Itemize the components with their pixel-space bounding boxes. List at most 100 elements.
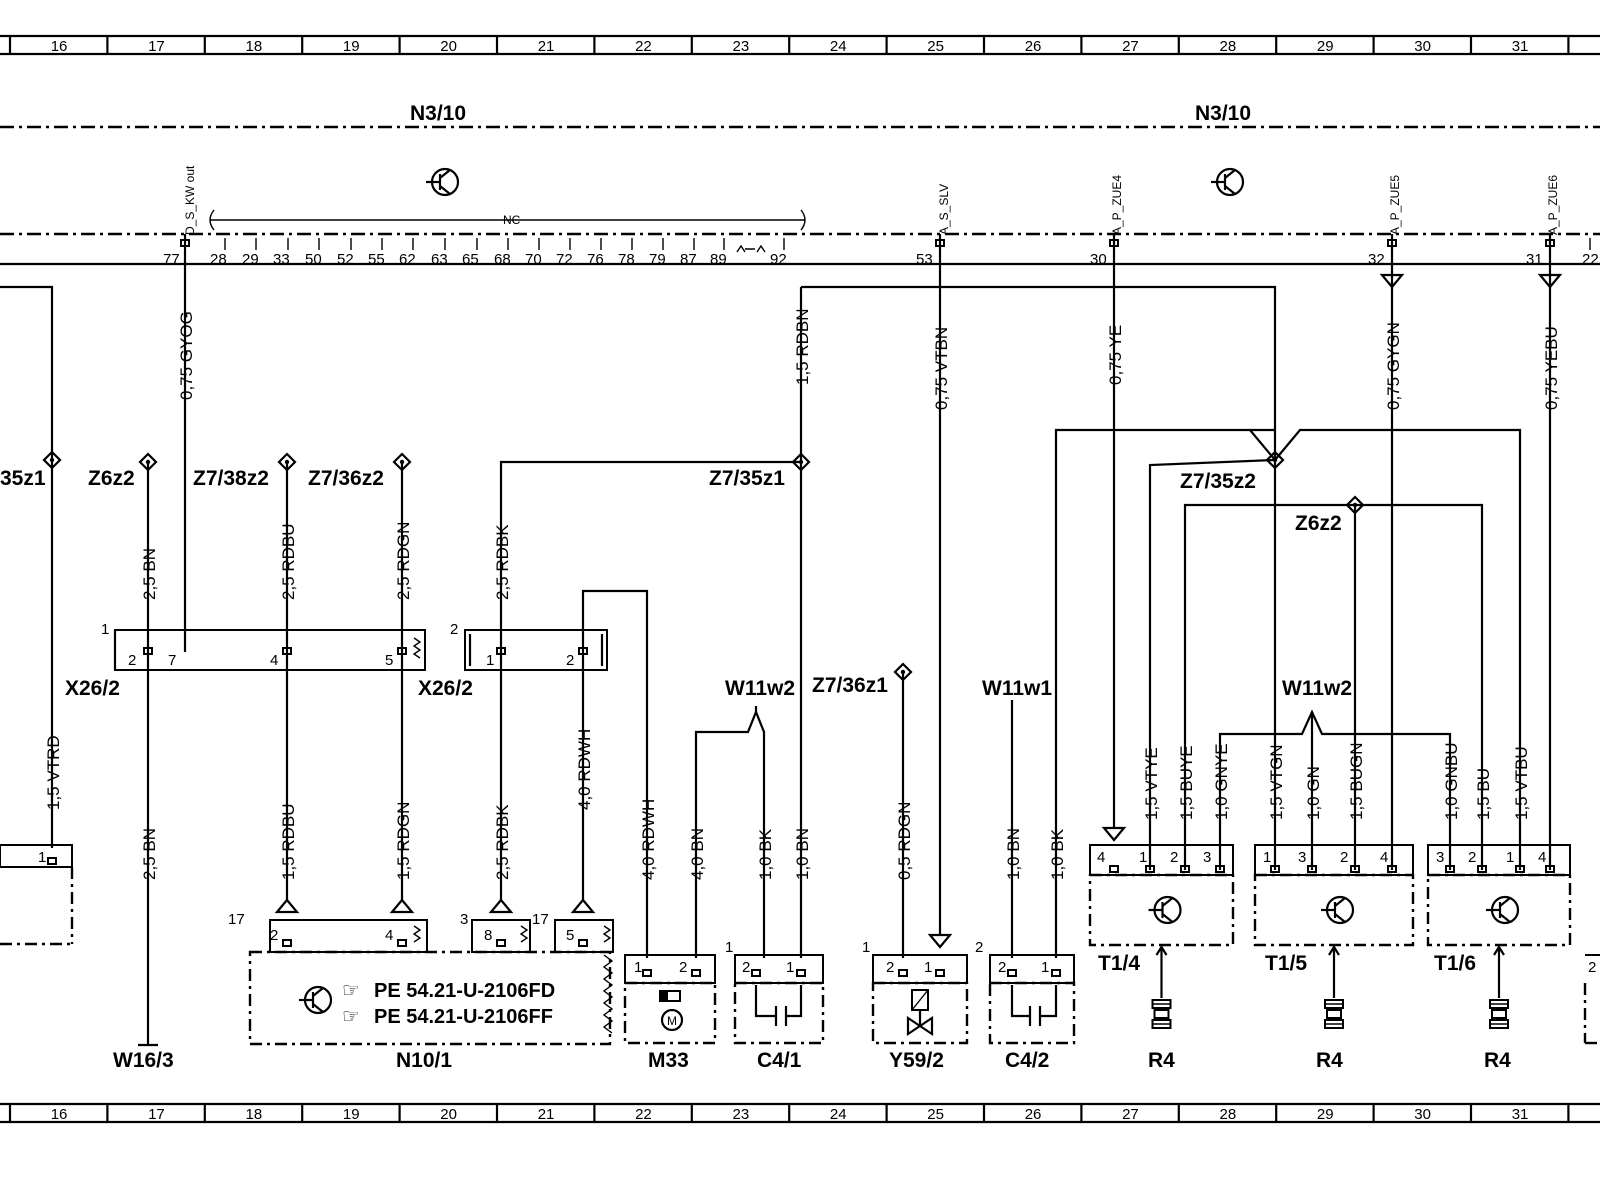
reference-pe-ff: PE 54.21-U-2106FF [374,1006,553,1028]
pin-number: 2 [998,959,1006,976]
wire-color-label: 2,5 BN [140,548,159,600]
component-label-c4-2: C4/2 [1005,1049,1049,1072]
wire-color-label: 0,75 YE [1106,325,1125,385]
pin-number: 2 [1468,849,1476,866]
pin-number: 1 [634,959,642,976]
pin-number: 3 [1298,849,1306,866]
splice-label-z7-35z1-left: 35z1 [0,467,46,490]
connector-id: 1 [101,621,109,638]
grid-column-label: 17 [148,1106,165,1123]
wire-color-label: 1,0 GNBU [1442,743,1461,820]
pin-number: 17 [532,911,549,928]
component-label-m33: M33 [648,1049,689,1072]
pin-number: 28 [210,251,227,268]
pin-number: 31 [1526,251,1543,268]
splice-diamond-icon [1265,450,1285,470]
component-m33: M [623,954,717,1045]
wire-color-label: 4,0 RDWH [639,799,658,880]
component-label-t1-4: T1/4 [1098,952,1140,975]
control-unit-label-right: N3/10 [1195,102,1251,125]
grid-column-label: 22 [635,38,652,55]
pin-number: 1 [486,652,494,669]
splice-label-z7-35z1: Z7/35z1 [709,467,785,490]
wire-color-label: 1,5 VTRD [44,735,63,810]
wire-color-label: 1,5 BUGN [1347,743,1366,820]
grid-column-label: 16 [51,1106,68,1123]
signal-d-s-kw-out: D_S_KW out [183,165,197,235]
reference-pe-fd: PE 54.21-U-2106FD [374,980,555,1002]
pin-number: 5 [566,927,574,944]
splice-diamond-icon [893,662,913,682]
nc-label: NC [503,213,521,227]
pin-number: 2 [886,959,894,976]
connector-id: 2 [450,621,458,638]
component-c4-1 [733,954,825,1045]
pin-number: 4 [1538,849,1546,866]
pin-number: 32 [1368,251,1385,268]
wire-color-label: 1,0 BK [1048,828,1067,880]
component-label-c4-1: C4/1 [757,1049,802,1072]
pin-number: 1 [1139,849,1147,866]
pin-number: 4 [270,652,278,669]
pin-number: 4 [1097,849,1105,866]
pin-number: 1 [38,849,46,866]
pin-number: 1 [725,939,733,956]
signal-a-p-zue4: A_P_ZUE4 [1110,175,1124,235]
motor-icon: M [659,990,684,1032]
nc-bracket: NC [209,209,806,231]
splice-label-z7-38z2: Z7/38z2 [193,467,269,490]
transistor-icon [1148,895,1182,925]
grid-column-label: 17 [148,38,165,55]
pin-number: 52 [337,251,354,268]
grid-column-label: 18 [246,38,263,55]
pin-number: 2 [128,652,136,669]
grid-column-label: 21 [538,38,555,55]
grid-column-label: 29 [1317,1106,1334,1123]
shield-label-w11w2-left: W11w2 [725,677,795,700]
wire-color-label: 1,5 RDGN [394,802,413,880]
splice-diamond-icon [1345,495,1365,515]
pin-number: 78 [618,251,635,268]
pin-number: 2 [975,939,983,956]
pointer-hand-icon: ☞ [342,1006,360,1028]
pin-number: 2 [270,927,278,944]
pointer-hand-icon: ☞ [342,980,360,1002]
grid-column-label: 26 [1025,38,1042,55]
signal-a-p-zue6: A_P_ZUE6 [1546,175,1560,235]
grid-column-label: 25 [927,38,944,55]
pin-number: 33 [273,251,290,268]
wire-color-label: 1,0 BN [793,828,812,880]
wire-color-label: 4,0 BN [688,828,707,880]
splice-label-z7-36z2: Z7/36z2 [308,467,384,490]
wire-color-label: 0,75 GYOG [177,311,196,400]
splice-label-z6z2-right: Z6z2 [1295,512,1342,535]
splice-label-z6z2: Z6z2 [88,467,135,490]
pin-number: 87 [680,251,697,268]
component-label-x26-2: X26/2 [418,677,473,700]
pin-number: 65 [462,251,479,268]
grid-column-label: 23 [733,38,750,55]
grid-column-label: 20 [440,1106,457,1123]
component-label-x26-2: X26/2 [65,677,120,700]
grid-column-label: 23 [733,1106,750,1123]
ignition-coil [1088,844,1235,1029]
pin-number: 1 [1506,849,1514,866]
control-unit-label-left: N3/10 [410,102,466,125]
wire-color-label: 2,5 BN [140,828,159,880]
wire-color-label: 1,5 VTBU [1512,746,1531,820]
grid-column-label: 25 [927,1106,944,1123]
signal-a-p-zue5: A_P_ZUE5 [1388,175,1402,235]
grid-column-label: 29 [1317,38,1334,55]
pin-number: 2 [1340,849,1348,866]
pin-number: 1 [1041,959,1049,976]
grid-column-label: 24 [830,38,847,55]
transistor-icon [1321,895,1355,925]
wire-color-label: 1,5 RDBN [793,308,812,385]
wire-color-label: 2,5 RDBK [493,524,512,600]
wire-color-label: 1,5 RDBU [279,803,298,880]
pin-number: 2 [566,652,574,669]
arrow-markers [274,273,1563,949]
